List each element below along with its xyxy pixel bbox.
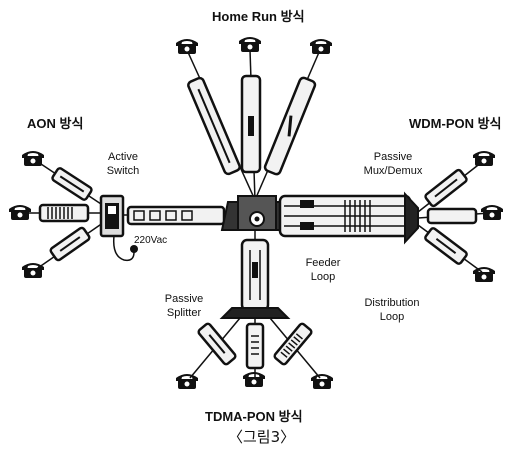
telephone-icon [22,151,44,166]
telephone-icon [176,374,198,389]
telephone-icon [473,267,495,282]
aon-title: AON 방식 [27,117,83,131]
telephone-icon [22,263,44,278]
distribution-loop-label: Distribution Loop [356,296,428,324]
passive-splitter-label: Passive Splitter [156,292,212,320]
wdm-pon-title: WDM-PON 방식 [409,117,502,131]
voltage-label: 220Vac [134,234,167,248]
telephone-icon [176,39,198,54]
telephone-icon [310,39,332,54]
feeder-loop-label: Feeder Loop [300,256,346,284]
figure-caption: 〈그림3〉 [228,430,295,444]
telephone-icon [311,374,333,389]
telephone-icon [9,205,31,220]
telephone-icon [239,37,261,52]
telephone-icon [473,151,495,166]
active-switch-label: Active Switch [103,150,143,178]
tdma-pon-title: TDMA-PON 방식 [205,410,303,424]
telephone-icon [481,205,503,220]
home-run-branch [176,37,332,200]
active-switch-box [101,196,123,236]
telephone-icon [243,372,265,387]
passive-mux-label: Passive Mux/Demux [358,150,428,178]
home-run-title: Home Run 방식 [212,10,305,24]
